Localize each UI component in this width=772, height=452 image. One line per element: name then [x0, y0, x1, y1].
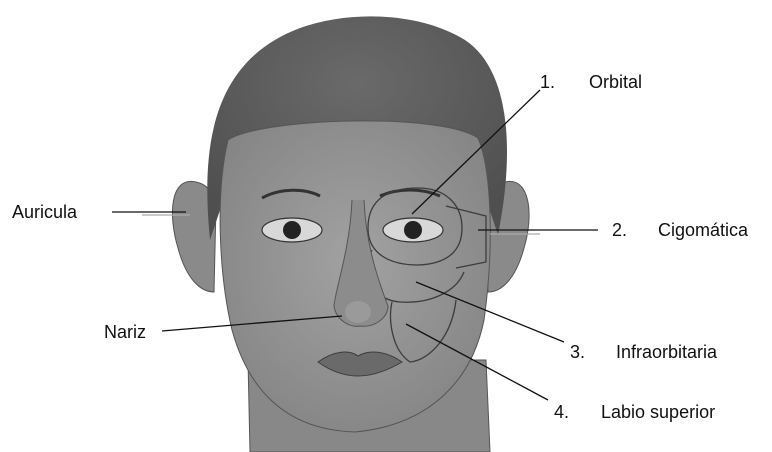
number-cigomatica: 2. — [612, 220, 627, 240]
number-labio: 4. — [554, 402, 569, 422]
number-infraorbitaria: 3. — [570, 342, 585, 362]
left-iris — [283, 221, 301, 239]
label-auricula: Auricula — [12, 202, 78, 222]
nose-tip — [345, 301, 371, 323]
label-nariz: Nariz — [104, 322, 146, 342]
label-orbital: Orbital — [589, 72, 642, 92]
label-labio: Labio superior — [601, 402, 715, 422]
right-iris — [404, 221, 422, 239]
label-infraorbitaria: Infraorbitaria — [616, 342, 718, 362]
number-orbital: 1. — [540, 72, 555, 92]
label-cigomatica: Cigomática — [658, 220, 749, 240]
